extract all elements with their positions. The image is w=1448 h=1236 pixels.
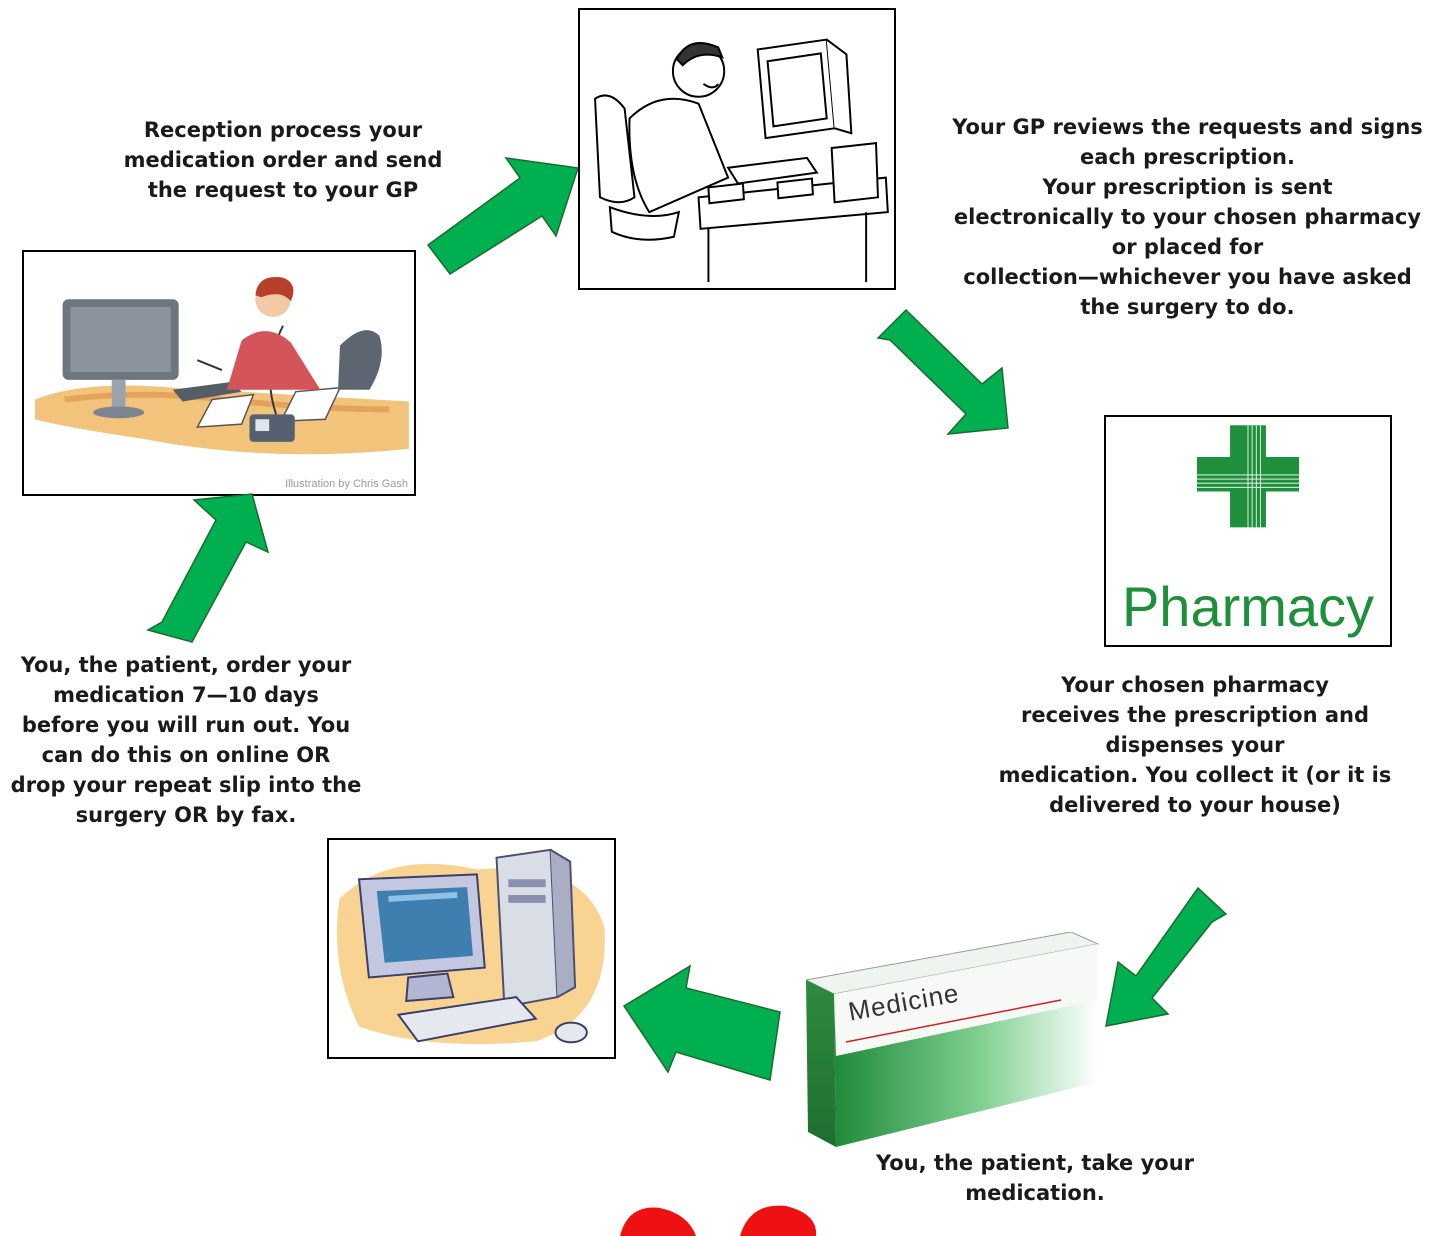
order-caption-line: can do this on online OR (41, 743, 331, 767)
take-caption-line: medication. (965, 1181, 1105, 1205)
gp-caption-line: collection—whichever you have asked (963, 265, 1412, 289)
arrow-order-to-reception (146, 493, 270, 643)
receptionist-image (35, 276, 409, 455)
order-caption-line: You, the patient, order your (20, 653, 352, 677)
order-caption-line: medication 7—10 days (53, 683, 319, 707)
heart-icon (620, 1205, 817, 1236)
take-medication-caption: You, the patient, take your medication. (835, 1148, 1235, 1208)
order-caption: You, the patient, order your medication … (0, 650, 372, 830)
doctor-at-computer-image (594, 38, 889, 283)
pharmacy-cross-icon (1196, 425, 1300, 528)
desktop-computer-image (336, 848, 605, 1045)
arrow-gp-to-pharmacy (876, 308, 1009, 435)
reception-caption-line: the request to your GP (147, 178, 419, 202)
arrow-reception-to-gp (426, 157, 579, 276)
gp-caption-line: electronically to your chosen pharmacy (953, 205, 1422, 229)
gp-caption-line: the surgery to do. (1080, 295, 1295, 319)
pharmacy-sign: Pharmacy (1104, 415, 1392, 647)
illustration-credit: Illustration by Chris Gash (285, 478, 408, 490)
arrow-pharmacy-to-medicine (1105, 886, 1228, 1027)
computer-illustration (327, 838, 616, 1059)
order-caption-line: surgery OR by fax. (75, 803, 297, 827)
gp-caption-line: Your prescription is sent (1042, 175, 1333, 199)
medicine-box-image (806, 932, 1100, 1147)
pharmacy-caption-line: medication. You collect it (or it is (998, 763, 1392, 787)
reception-caption: Reception process your medication order … (118, 115, 448, 205)
pharmacy-caption-line: Your chosen pharmacy (1061, 673, 1329, 697)
medicine-box: Medicine (806, 932, 1106, 1152)
pharmacy-caption-line: receives the prescription and (1020, 703, 1370, 727)
order-caption-line: before you will run out. You (21, 713, 351, 737)
pharmacy-sign-text: Pharmacy (1121, 575, 1375, 638)
gp-caption: Your GP reviews the requests and signs e… (935, 112, 1440, 322)
pharmacy-caption-line: delivered to your house) (1049, 793, 1341, 817)
gp-illustration (578, 8, 896, 290)
gp-caption-line: Your GP reviews the requests and signs (952, 115, 1423, 139)
reception-caption-line: Reception process your (143, 118, 423, 142)
gp-caption-line: or placed for (1111, 235, 1264, 259)
take-caption-line: You, the patient, take your (875, 1151, 1195, 1175)
reception-illustration: Illustration by Chris Gash (22, 250, 416, 496)
arrow-medicine-to-computer (622, 964, 781, 1081)
pharmacy-caption-line: dispenses your (1105, 733, 1285, 757)
order-caption-line: drop your repeat slip into the (10, 773, 362, 797)
reception-caption-line: medication order and send (123, 148, 443, 172)
gp-caption-line: each prescription. (1080, 145, 1295, 169)
pharmacy-caption: Your chosen pharmacy receives the prescr… (980, 670, 1410, 820)
